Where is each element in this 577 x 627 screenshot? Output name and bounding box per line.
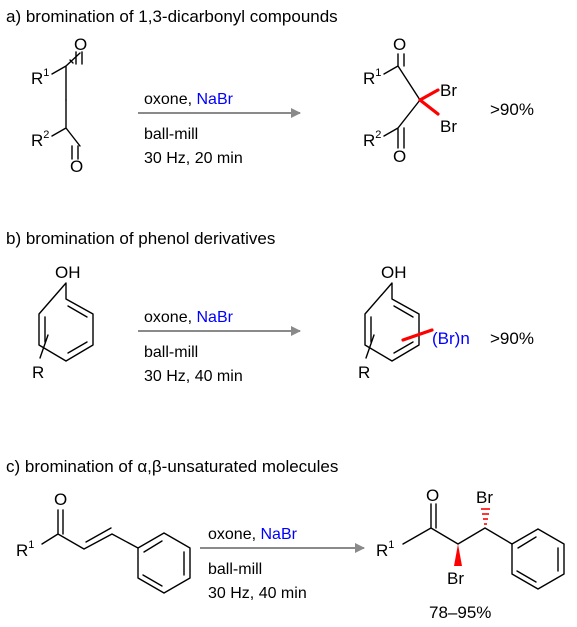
product-a-new-cbr-bond-1 <box>418 88 440 102</box>
section-c-title: c) bromination of α,β-unsaturated molecu… <box>6 457 338 476</box>
section-b: b) bromination of phenol derivatives OH … <box>6 229 534 385</box>
section-a-condition-1: ball-mill <box>144 126 198 143</box>
substrate-a-o-bottom: O <box>70 157 83 176</box>
section-c-reagents: oxone, NaBr <box>208 526 298 543</box>
section-c-condition-1: ball-mill <box>208 561 262 578</box>
phenol-ring <box>38 282 94 362</box>
product-b-r: R <box>358 363 370 382</box>
section-b-condition-1: ball-mill <box>144 344 198 361</box>
dibromide-phenyl-ring <box>511 528 565 590</box>
substrate-c-o: O <box>54 490 67 509</box>
chalcone-phenyl-ring <box>137 532 191 594</box>
product-c-r1: R1 <box>376 539 394 560</box>
substrate-b-r: R <box>32 363 44 382</box>
section-a: a) bromination of 1,3-dicarbonyl compoun… <box>6 7 534 176</box>
product-c-hash-bond <box>481 508 490 525</box>
chalcone-chain <box>41 509 139 550</box>
product-b-oh: OH <box>381 263 407 282</box>
substrate-c-r1: R1 <box>16 539 34 560</box>
product-a-o-bottom: O <box>393 147 406 166</box>
dibromide-chain <box>402 503 513 545</box>
section-b-substrate: OH R <box>32 263 94 382</box>
substrate-a-r2: R2 <box>31 129 49 150</box>
phenol-ring-inner <box>44 305 88 354</box>
product-a-r2: R2 <box>363 129 381 150</box>
section-b-reagents: oxone, NaBr <box>144 309 234 326</box>
section-a-substrate: O O R1 R2 <box>31 35 87 176</box>
substrate-a-carbonyl-top <box>75 51 83 65</box>
chalcone-alkene-double <box>85 527 112 543</box>
substrate-b-oh: OH <box>55 263 81 282</box>
product-a-br-1: Br <box>440 81 457 100</box>
substrate-a-r1: R1 <box>31 67 49 88</box>
section-c-nabr: NaBr <box>260 526 297 543</box>
product-a-r1: R1 <box>363 67 381 88</box>
section-b-condition-2: 30 Hz, 40 min <box>144 368 243 385</box>
product-a-bonds-bottom <box>383 99 421 149</box>
product-c-wedge-bond <box>454 544 462 566</box>
section-a-nabr: NaBr <box>196 91 233 108</box>
product-c-br-top: Br <box>476 488 493 507</box>
section-a-product: O O R1 R2 Br Br <box>363 35 457 166</box>
phenol-r-bond <box>39 334 49 359</box>
section-b-title: b) bromination of phenol derivatives <box>6 229 275 248</box>
section-b-product: OH R (Br)n <box>358 263 470 382</box>
section-a-yield: >90% <box>490 100 534 119</box>
substrate-a-carbonyl-bottom <box>71 145 79 160</box>
substrate-a-o-top: O <box>74 35 87 54</box>
section-b-nabr: NaBr <box>196 309 233 326</box>
product-c-br-bottom: Br <box>447 569 464 588</box>
dibromide-phenyl-inner <box>516 536 559 583</box>
section-a-reagents: oxone, NaBr <box>144 91 234 108</box>
section-c-yield: 78–95% <box>429 603 491 622</box>
product-c-o: O <box>426 486 439 505</box>
section-b-yield: >90% <box>490 329 534 348</box>
product-a-o-top: O <box>393 35 406 54</box>
chalcone-phenyl-inner <box>142 540 185 587</box>
section-c-product: O R1 Br Br <box>376 486 565 590</box>
section-a-title: a) bromination of 1,3-dicarbonyl compoun… <box>6 7 338 26</box>
bromophenol-r-bond <box>365 334 375 359</box>
section-c: c) bromination of α,β-unsaturated molecu… <box>6 457 565 622</box>
product-b-br-n: (Br)n <box>432 329 470 348</box>
section-c-condition-2: 30 Hz, 40 min <box>208 585 307 602</box>
section-a-condition-2: 30 Hz, 20 min <box>144 150 243 167</box>
product-a-br-2: Br <box>440 117 457 136</box>
section-c-substrate: O R1 <box>16 490 191 594</box>
bromophenol-ring-inner <box>370 305 414 354</box>
bromophenol-ring <box>364 282 420 362</box>
product-b-new-cbr-bond <box>401 328 434 342</box>
substrate-a-bonds-bottom <box>51 99 81 147</box>
product-a-bonds-top <box>383 53 421 101</box>
product-a-new-cbr-bond-2 <box>418 98 440 116</box>
